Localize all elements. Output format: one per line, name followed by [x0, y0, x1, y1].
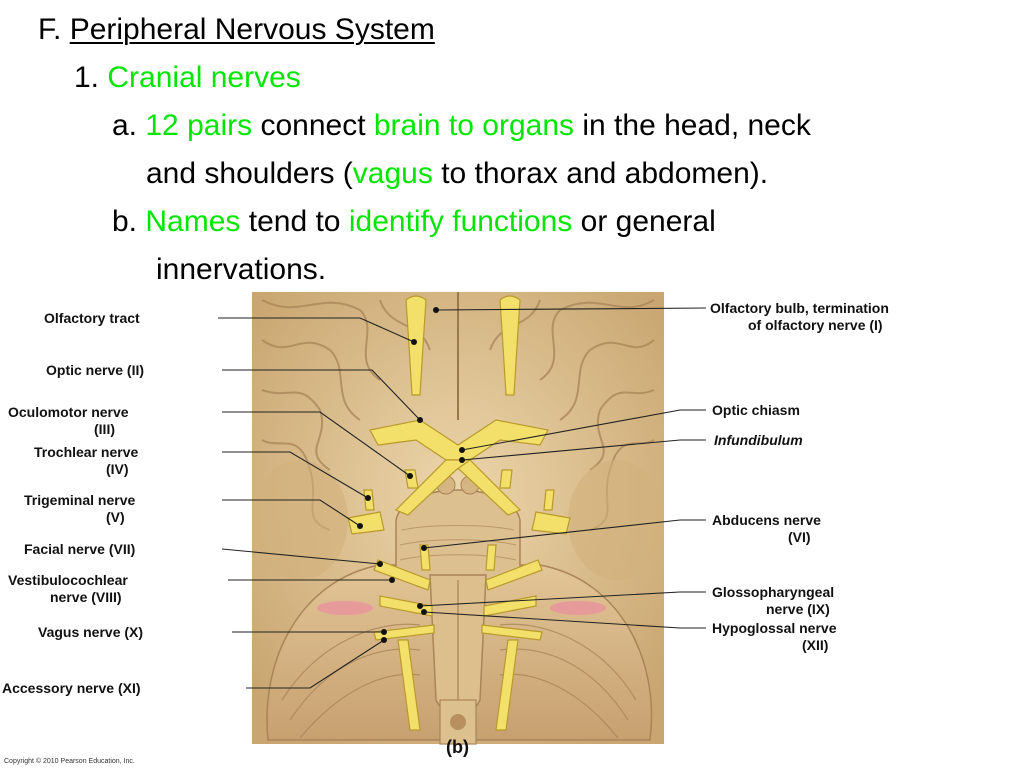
- left-labels: Olfactory tract Optic nerve (II) Oculomo…: [2, 310, 144, 696]
- right-temporal-lobe: [568, 460, 664, 580]
- heading-line: F. Peripheral Nervous System: [38, 12, 435, 48]
- label-hypoglossal-line-1: Hypoglossal nerve: [712, 620, 837, 636]
- left-oculomotor-nerve: [404, 469, 419, 489]
- label-oculomotor-line-1: Oculomotor nerve: [8, 404, 129, 420]
- point-a-thorax: to thorax and abdomen).: [441, 157, 769, 190]
- right-accessory-nerve: [495, 639, 519, 731]
- leader-lines: [218, 307, 707, 689]
- point-1-line: 1. Cranial nerves: [74, 60, 301, 96]
- point-a-line-1: a. 12 pairs connect brain to organs in t…: [112, 108, 811, 144]
- point-a-head-neck: in the head, neck: [582, 109, 811, 142]
- label-vestibulocochlear-line-2: nerve (VIII): [50, 589, 122, 605]
- point-a-brain-to-organs: brain to organs: [373, 109, 575, 142]
- heading-title: Peripheral Nervous System: [69, 13, 435, 46]
- left-hypoglossal-roots: [373, 624, 435, 641]
- point-b-line-2: innervations.: [156, 252, 326, 288]
- left-accessory-nerve: [397, 639, 421, 731]
- label-vestibulocochlear-line-1: Vestibulocochlear: [8, 572, 128, 588]
- point-b-letter: b.: [112, 205, 138, 238]
- label-trochlear-line-1: Trochlear nerve: [34, 444, 138, 460]
- point-b-identify-functions: identify functions: [348, 205, 573, 238]
- point-b-line-1: b. Names tend to identify functions or g…: [112, 204, 716, 240]
- point-a-12-pairs: 12 pairs: [145, 109, 253, 142]
- label-trigeminal-line-2: (V): [106, 509, 125, 525]
- label-abducens-line-1: Abducens nerve: [712, 512, 821, 528]
- point-b-names: Names: [145, 205, 241, 238]
- right-trochlear-nerve: [543, 489, 555, 511]
- point-a-shoulders: and shoulders (: [146, 157, 353, 190]
- right-facial-vestibulo-roots: [485, 559, 543, 591]
- label-glossopharyngeal-line-2: nerve (IX): [766, 601, 830, 617]
- label-optic-chiasm: Optic chiasm: [712, 402, 800, 418]
- right-olfactory-bulb-tract: [499, 295, 521, 396]
- right-trigeminal-nerve: [531, 511, 571, 535]
- label-vagus-nerve: Vagus nerve (X): [38, 624, 143, 640]
- right-choroid-plexus: [550, 601, 606, 615]
- figure-panel-label: (b): [446, 737, 469, 757]
- point-1-title: Cranial nerves: [107, 61, 301, 94]
- right-oculomotor-nerve: [499, 469, 513, 489]
- left-optic-tract: [394, 459, 472, 516]
- label-olfactory-tract: Olfactory tract: [44, 310, 140, 326]
- left-olfactory-bulb-tract: [405, 295, 427, 396]
- label-accessory-nerve: Accessory nerve (XI): [2, 680, 141, 696]
- optic-chiasm-shape: [369, 419, 549, 461]
- label-glossopharyngeal-line-1: Glossopharyngeal: [712, 584, 834, 600]
- left-temporal-lobe: [252, 460, 348, 580]
- point-a-line-2: and shoulders (vagus to thorax and abdom…: [146, 156, 768, 192]
- label-abducens-line-2: (VI): [788, 529, 811, 545]
- left-abducens-nerve: [419, 544, 431, 571]
- label-trochlear-line-2: (IV): [106, 461, 129, 477]
- point-a-vagus: vagus: [352, 157, 433, 190]
- copyright-notice: Copyright © 2010 Pearson Education, Inc.: [4, 757, 135, 765]
- label-infundibulum: Infundibulum: [714, 432, 803, 448]
- label-hypoglossal-line-2: (XII): [802, 637, 828, 653]
- point-b-general: or general: [580, 205, 716, 238]
- right-abducens-nerve: [485, 544, 497, 571]
- brain-illustration: [252, 292, 664, 745]
- leader-dots: [357, 307, 465, 643]
- point-1-number: 1.: [74, 61, 100, 94]
- cranial-nerves-figure: Olfactory tract Optic nerve (II) Oculomo…: [2, 292, 889, 765]
- label-optic-nerve: Optic nerve (II): [46, 362, 144, 378]
- nerves: [347, 295, 571, 731]
- pons-striations: [399, 525, 517, 561]
- label-oculomotor-line-2: (III): [94, 421, 115, 437]
- point-b-tend-to: tend to: [248, 205, 341, 238]
- left-choroid-plexus: [317, 601, 373, 615]
- label-olfactory-bulb-line-2: of olfactory nerve (I): [748, 317, 883, 333]
- point-b-innervations: innervations.: [156, 253, 327, 286]
- point-a-connect: connect: [260, 109, 366, 142]
- left-glosso-vagus-roots: [379, 595, 433, 617]
- label-olfactory-bulb-line-1: Olfactory bulb, termination: [710, 300, 889, 316]
- label-facial-nerve: Facial nerve (VII): [24, 541, 135, 557]
- point-a-letter: a.: [112, 109, 138, 142]
- left-facial-vestibulo-roots: [373, 559, 431, 591]
- label-trigeminal-line-1: Trigeminal nerve: [24, 492, 135, 508]
- spinal-cord-section: [450, 714, 466, 730]
- heading-prefix: F.: [38, 13, 62, 46]
- right-labels: Olfactory bulb, termination of olfactory…: [710, 300, 889, 653]
- right-hypoglossal-roots: [481, 624, 543, 641]
- left-trigeminal-nerve: [347, 511, 385, 535]
